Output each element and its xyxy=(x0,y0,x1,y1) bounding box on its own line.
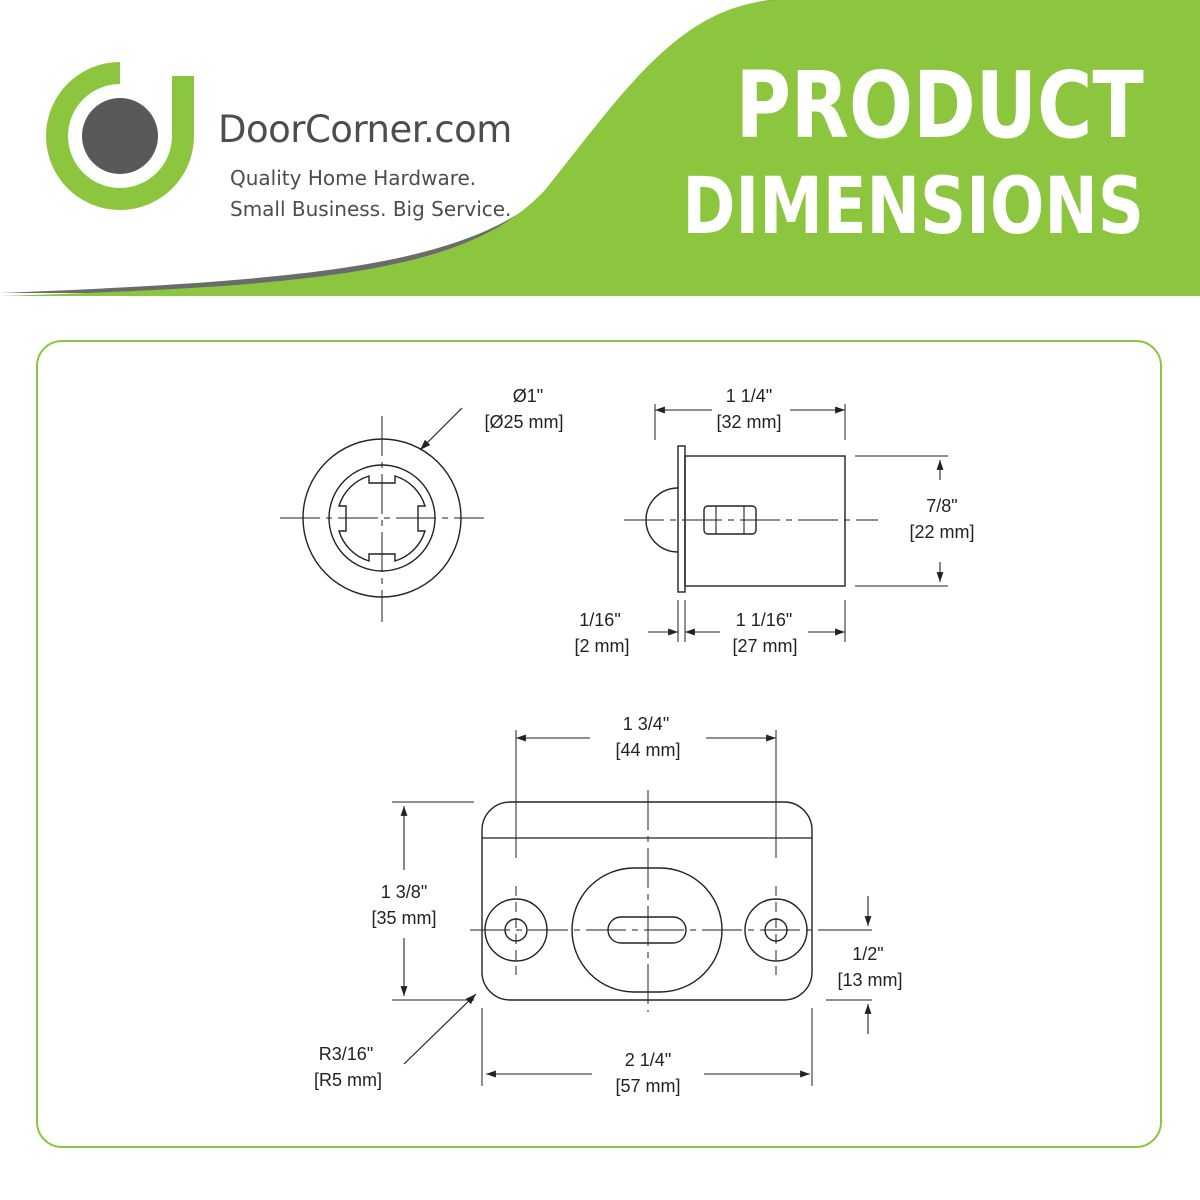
side-view xyxy=(624,404,948,642)
side-body xyxy=(684,455,846,587)
dim-corner-radius-mm: [R5 mm] xyxy=(314,1070,382,1090)
dim-barrel-in: 1 1/16" xyxy=(736,610,792,630)
front-barrel-opening xyxy=(338,475,426,562)
dim-flange-in: 1/16" xyxy=(579,610,620,630)
dim-flange-mm: [2 mm] xyxy=(574,636,629,656)
dim-plate-width-in: 2 1/4" xyxy=(625,1050,671,1070)
brand-name: DoorCorner.com xyxy=(218,108,512,151)
dim-hole-spacing-in: 1 3/4" xyxy=(623,714,669,734)
dim-hole-spacing-mm: [44 mm] xyxy=(615,740,680,760)
dim-diameter-mm: [Ø25 mm] xyxy=(484,412,563,432)
dim-body-length-in: 1 1/4" xyxy=(726,386,772,406)
doorcorner-ring-logo-icon xyxy=(46,62,194,210)
header-graphic xyxy=(0,0,1200,296)
banner-title-line-1: PRODUCT xyxy=(735,52,1144,159)
dim-center-offset-mm: [13 mm] xyxy=(837,970,902,990)
dim-plate-width-mm: [57 mm] xyxy=(615,1076,680,1096)
dim-center-offset-in: 1/2" xyxy=(852,944,883,964)
plate-outline xyxy=(481,801,813,1001)
dim-barrel-mm: [27 mm] xyxy=(732,636,797,656)
side-flange xyxy=(677,445,686,593)
dim-body-length-mm: [32 mm] xyxy=(716,412,781,432)
radius-leader xyxy=(403,993,477,1065)
dim-plate-height-mm: [35 mm] xyxy=(371,908,436,928)
front-view xyxy=(280,407,484,622)
brand-tagline-2: Small Business. Big Service. xyxy=(230,197,512,221)
header-white-area xyxy=(0,0,760,288)
drawing-panel xyxy=(36,340,1162,1148)
brand-tagline-1: Quality Home Hardware. xyxy=(230,166,477,190)
dim-body-height-mm: [22 mm] xyxy=(909,522,974,542)
diameter-leader xyxy=(419,407,463,451)
header-green-banner xyxy=(0,0,1200,296)
dim-plate-height-in: 1 3/8" xyxy=(381,882,427,902)
plate-view xyxy=(392,730,872,1086)
dim-diameter-in: Ø1" xyxy=(513,386,543,406)
dim-body-height-in: 7/8" xyxy=(926,496,957,516)
banner-title-line-2: DIMENSIONS xyxy=(682,162,1144,252)
dim-corner-radius-in: R3/16" xyxy=(319,1044,373,1064)
